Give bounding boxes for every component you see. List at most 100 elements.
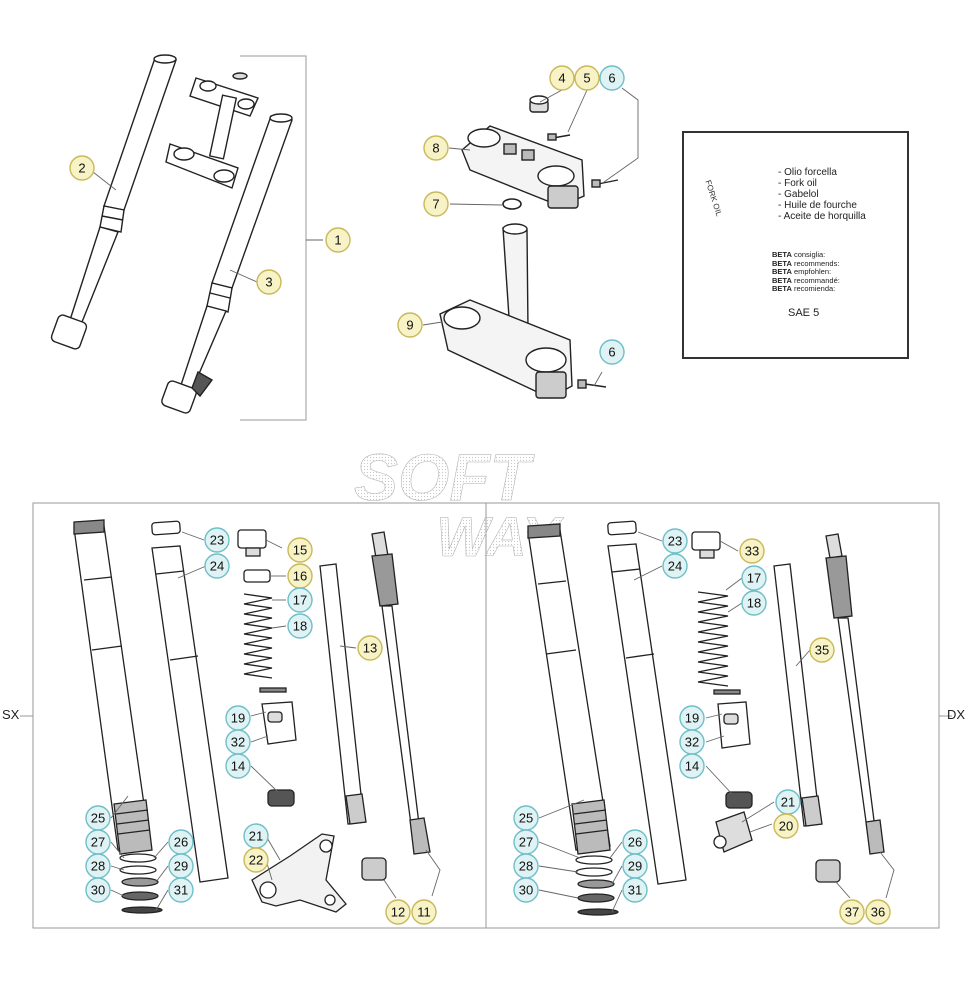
callout-number: 6: [608, 345, 615, 360]
sx-inner-tube-illustration: [151, 520, 229, 883]
callout-r35: 35: [809, 637, 835, 663]
callout-r14: 14: [679, 753, 705, 779]
callout-r26: 26: [622, 829, 648, 855]
callout-circle: [397, 312, 423, 338]
callout-number: 15: [293, 543, 307, 558]
callout-number: 28: [519, 859, 533, 874]
callout-number: 30: [91, 883, 105, 898]
callout-circle: [325, 227, 351, 253]
callout-l24: 24: [204, 553, 230, 579]
callout-number: 12: [391, 905, 405, 920]
oil-lang-de: Gabelol: [778, 189, 866, 200]
callout-number: 22: [249, 853, 263, 868]
callout-circle: [839, 899, 865, 925]
callout-circle: [622, 877, 648, 903]
callout-number: 23: [668, 534, 682, 549]
callout-c6a: 6: [599, 65, 625, 91]
callout-circle: [385, 899, 411, 925]
dx-seals-illustration: [575, 855, 619, 916]
oil-grade: SAE 5: [788, 307, 820, 319]
callout-r36: 36: [865, 899, 891, 925]
dx-spring-group-illustration: [691, 531, 753, 853]
callout-number: 25: [91, 811, 105, 826]
callout-number: 36: [871, 905, 885, 920]
callout-l16: 16: [287, 563, 313, 589]
callout-number: 35: [815, 643, 829, 658]
callout-number: 24: [668, 559, 682, 574]
frame-lines: [20, 55, 952, 929]
callout-number: 2: [78, 161, 85, 176]
callout-c7: 7: [423, 191, 449, 217]
leader-lines: [92, 87, 895, 913]
callout-circle: [357, 635, 383, 661]
oil-lang-en: Fork oil: [778, 178, 866, 189]
rec-item: BETA empfohlen:: [772, 267, 832, 277]
callout-circle: [204, 553, 230, 579]
callout-number: 21: [249, 829, 263, 844]
callout-number: 18: [747, 596, 761, 611]
callout-c8: 8: [423, 135, 449, 161]
dx-inner-tube-illustration: [607, 520, 687, 885]
callout-number: 29: [628, 859, 642, 874]
sx-spring-group-illustration: [237, 529, 297, 807]
callout-number: 26: [628, 835, 642, 850]
callout-circle: [287, 537, 313, 563]
callout-circle: [423, 191, 449, 217]
callout-number: 31: [174, 883, 188, 898]
callout-circle: [809, 637, 835, 663]
callout-r28: 28: [513, 853, 539, 879]
callout-l19: 19: [225, 705, 251, 731]
callout-number: 30: [519, 883, 533, 898]
sx-outer-tube-illustration: [73, 519, 153, 855]
callout-circle: [741, 590, 767, 616]
callout-r27: 27: [513, 829, 539, 855]
callout-circle: [287, 613, 313, 639]
callout-circle: [243, 847, 269, 873]
callout-c6b: 6: [599, 339, 625, 365]
callout-circle: [662, 553, 688, 579]
callout-number: 29: [174, 859, 188, 874]
oil-recommendation-list: BETA consiglia: BETA recommends: BETA em…: [772, 250, 840, 294]
callout-l28: 28: [85, 853, 111, 879]
callout-number: 13: [363, 641, 377, 656]
lower-triple-clamp-illustration: [439, 223, 607, 399]
callout-l31: 31: [168, 877, 194, 903]
oil-language-list: Olio forcella Fork oil Gabelol Huile de …: [778, 167, 866, 222]
callout-l15: 15: [287, 537, 313, 563]
side-label-left: SX: [2, 707, 20, 722]
callout-c4: 4: [549, 65, 575, 91]
callout-circle: [662, 528, 688, 554]
oil-lang-fr: Huile de fourche: [778, 200, 866, 211]
oil-lang-es: Aceite de horquilla: [778, 211, 866, 222]
callout-number: 9: [406, 318, 413, 333]
callout-l32: 32: [225, 729, 251, 755]
triple-clamp-small-illustration: [165, 72, 259, 189]
callout-number: 25: [519, 811, 533, 826]
callout-c5: 5: [574, 65, 600, 91]
rec-item: BETA recomienda:: [772, 284, 836, 294]
callout-l14: 14: [225, 753, 251, 779]
callout-circle: [513, 877, 539, 903]
callout-r33: 33: [739, 538, 765, 564]
callout-circle: [679, 753, 705, 779]
callout-number: 28: [91, 859, 105, 874]
upper-triple-clamp-illustration: [461, 95, 619, 209]
callout-circle: [168, 877, 194, 903]
callout-r21: 21: [775, 789, 801, 815]
callout-number: 20: [779, 819, 793, 834]
callout-l23: 23: [204, 527, 230, 553]
callout-c9: 9: [397, 312, 423, 338]
callout-l13: 13: [357, 635, 383, 661]
callout-number: 27: [91, 835, 105, 850]
callout-l25: 25: [85, 805, 111, 831]
callout-number: 27: [519, 835, 533, 850]
callout-circle: [411, 899, 437, 925]
callout-number: 5: [583, 71, 590, 86]
callout-number: 4: [558, 71, 565, 86]
callout-circle: [225, 753, 251, 779]
callout-r25: 25: [513, 805, 539, 831]
callout-l22: 22: [243, 847, 269, 873]
callout-circle: [739, 538, 765, 564]
callout-number: 19: [231, 711, 245, 726]
